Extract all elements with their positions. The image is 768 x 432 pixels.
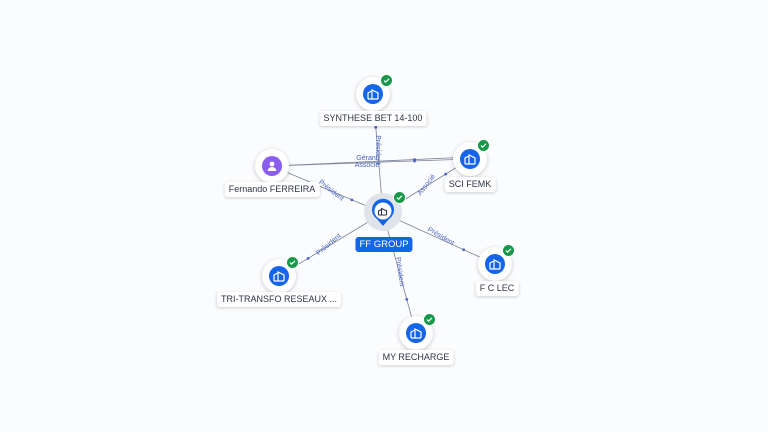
node-label-scifemk[interactable]: SCI FEMK xyxy=(444,177,496,192)
company-icon xyxy=(377,207,388,216)
node-central[interactable] xyxy=(362,191,406,234)
company-icon xyxy=(269,266,289,286)
verified-check-icon xyxy=(423,313,436,326)
edge-label: Président xyxy=(426,226,455,247)
edge-arrow xyxy=(374,125,378,129)
verified-check-icon xyxy=(286,256,299,269)
edge-central-fclec xyxy=(382,212,496,265)
verified-check-icon xyxy=(502,244,515,257)
edge-label: Président xyxy=(315,233,342,257)
edge-fernando-central xyxy=(271,165,384,214)
edge-label: Président xyxy=(317,179,345,203)
node-label-myrecharge[interactable]: MY RECHARGE xyxy=(378,350,454,365)
company-icon xyxy=(460,149,480,169)
node-label-fernando[interactable]: Fernando FERREIRA xyxy=(224,182,320,197)
verified-check-icon xyxy=(477,139,490,152)
edge-arrow xyxy=(306,256,310,260)
verified-check-icon xyxy=(393,191,406,204)
node-label-fclec[interactable]: F C LEC xyxy=(475,281,519,296)
node-myrecharge[interactable] xyxy=(399,313,436,350)
edge-fernando-scifemk xyxy=(271,156,471,167)
node-scifemk[interactable] xyxy=(453,139,490,176)
node-label-tritransfo[interactable]: TRI-TRANSFO RESEAUX ... xyxy=(216,292,342,307)
edge-arrow xyxy=(413,158,416,161)
edge-arrow xyxy=(444,172,448,176)
edge-arrow xyxy=(405,298,409,301)
edge-label: Président xyxy=(374,135,381,165)
edge-central-myrecharge xyxy=(382,212,417,334)
verified-check-icon xyxy=(380,74,393,87)
node-fernando[interactable] xyxy=(255,149,289,183)
edge-label: Associé xyxy=(355,162,380,169)
node-synthese[interactable] xyxy=(356,74,393,111)
node-label-central[interactable]: FF GROUP xyxy=(355,237,413,252)
node-label-synthese[interactable]: SYNTHESE BET 14-100 xyxy=(319,111,427,126)
edge-label: Gérant xyxy=(356,155,377,162)
node-fclec[interactable] xyxy=(478,244,515,281)
company-icon xyxy=(406,323,426,343)
company-icon xyxy=(485,254,505,274)
node-tritransfo[interactable] xyxy=(262,256,299,293)
edge-arrow xyxy=(350,198,354,202)
person-icon xyxy=(262,156,282,176)
edge-label: Associé xyxy=(417,173,438,197)
edge-label: Président xyxy=(394,257,405,287)
edge-arrow xyxy=(462,248,466,252)
company-icon xyxy=(363,84,383,104)
